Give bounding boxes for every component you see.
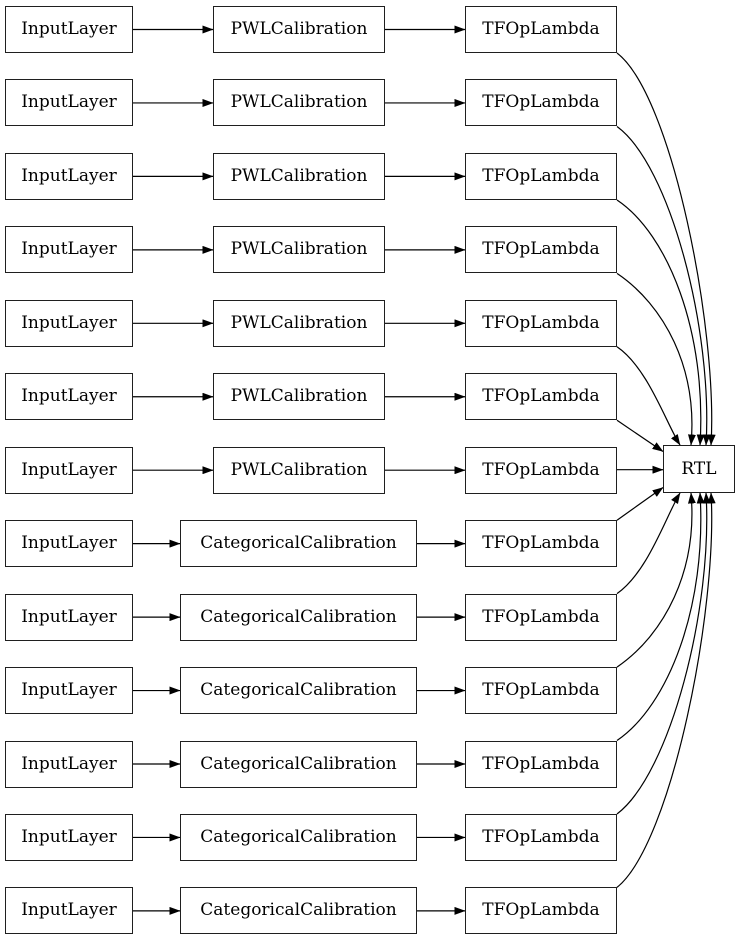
node-calibration-row10: CategoricalCalibration bbox=[180, 667, 417, 715]
edge-lambda-to-rtl-row11 bbox=[616, 492, 705, 741]
node-tfoplambda-row11: TFOpLambda bbox=[465, 740, 617, 788]
node-calibration-row3: PWLCalibration bbox=[213, 152, 385, 200]
edge-lambda-to-rtl-row2 bbox=[616, 126, 711, 446]
node-inputlayer-row1: InputLayer bbox=[5, 6, 133, 53]
edge-lambda-to-rtl-row1 bbox=[616, 52, 716, 446]
node-inputlayer-row4: InputLayer bbox=[5, 226, 133, 274]
node-calibration-row4: PWLCalibration bbox=[213, 226, 385, 274]
node-calibration-row8: CategoricalCalibration bbox=[180, 520, 417, 568]
node-tfoplambda-row12: TFOpLambda bbox=[465, 813, 617, 861]
node-calibration-row9: CategoricalCalibration bbox=[180, 593, 417, 641]
node-inputlayer-row5: InputLayer bbox=[5, 299, 133, 347]
node-calibration-row6: PWLCalibration bbox=[213, 373, 385, 421]
node-inputlayer-row2: InputLayer bbox=[5, 79, 133, 127]
node-inputlayer-row6: InputLayer bbox=[5, 373, 133, 421]
node-calibration-row7: PWLCalibration bbox=[213, 446, 385, 494]
node-inputlayer-row9: InputLayer bbox=[5, 593, 133, 641]
node-tfoplambda-row13: TFOpLambda bbox=[465, 887, 617, 935]
node-tfoplambda-row9: TFOpLambda bbox=[465, 593, 617, 641]
node-tfoplambda-row1: TFOpLambda bbox=[465, 6, 617, 53]
node-rtl: RTL bbox=[663, 445, 735, 493]
edge-lambda-to-rtl-row5 bbox=[616, 346, 681, 446]
edge-lambda-to-rtl-row9 bbox=[616, 492, 681, 595]
edge-lambda-to-rtl-row4 bbox=[616, 272, 696, 446]
node-calibration-row5: PWLCalibration bbox=[213, 299, 385, 347]
node-tfoplambda-row6: TFOpLambda bbox=[465, 373, 617, 421]
node-calibration-row1: PWLCalibration bbox=[213, 6, 385, 53]
node-calibration-row2: PWLCalibration bbox=[213, 79, 385, 127]
node-calibration-row11: CategoricalCalibration bbox=[180, 740, 417, 788]
node-tfoplambda-row4: TFOpLambda bbox=[465, 226, 617, 274]
node-tfoplambda-row5: TFOpLambda bbox=[465, 299, 617, 347]
node-calibration-row13: CategoricalCalibration bbox=[180, 887, 417, 935]
node-calibration-row12: CategoricalCalibration bbox=[180, 813, 417, 861]
node-inputlayer-row7: InputLayer bbox=[5, 446, 133, 494]
node-tfoplambda-row8: TFOpLambda bbox=[465, 520, 617, 568]
node-inputlayer-row12: InputLayer bbox=[5, 813, 133, 861]
node-inputlayer-row3: InputLayer bbox=[5, 152, 133, 200]
edge-lambda-to-rtl-row13 bbox=[616, 492, 716, 888]
node-inputlayer-row8: InputLayer bbox=[5, 520, 133, 568]
node-tfoplambda-row10: TFOpLambda bbox=[465, 667, 617, 715]
edge-lambda-to-rtl-row6 bbox=[616, 419, 664, 452]
node-inputlayer-row10: InputLayer bbox=[5, 667, 133, 715]
edge-lambda-to-rtl-row10 bbox=[616, 492, 696, 668]
node-tfoplambda-row3: TFOpLambda bbox=[465, 152, 617, 200]
node-inputlayer-row13: InputLayer bbox=[5, 887, 133, 935]
edge-lambda-to-rtl-row12 bbox=[616, 492, 711, 815]
node-inputlayer-row11: InputLayer bbox=[5, 740, 133, 788]
node-tfoplambda-row2: TFOpLambda bbox=[465, 79, 617, 127]
edge-lambda-to-rtl-row3 bbox=[616, 199, 705, 446]
edge-lambda-to-rtl-row8 bbox=[616, 487, 664, 521]
node-tfoplambda-row7: TFOpLambda bbox=[465, 446, 617, 494]
